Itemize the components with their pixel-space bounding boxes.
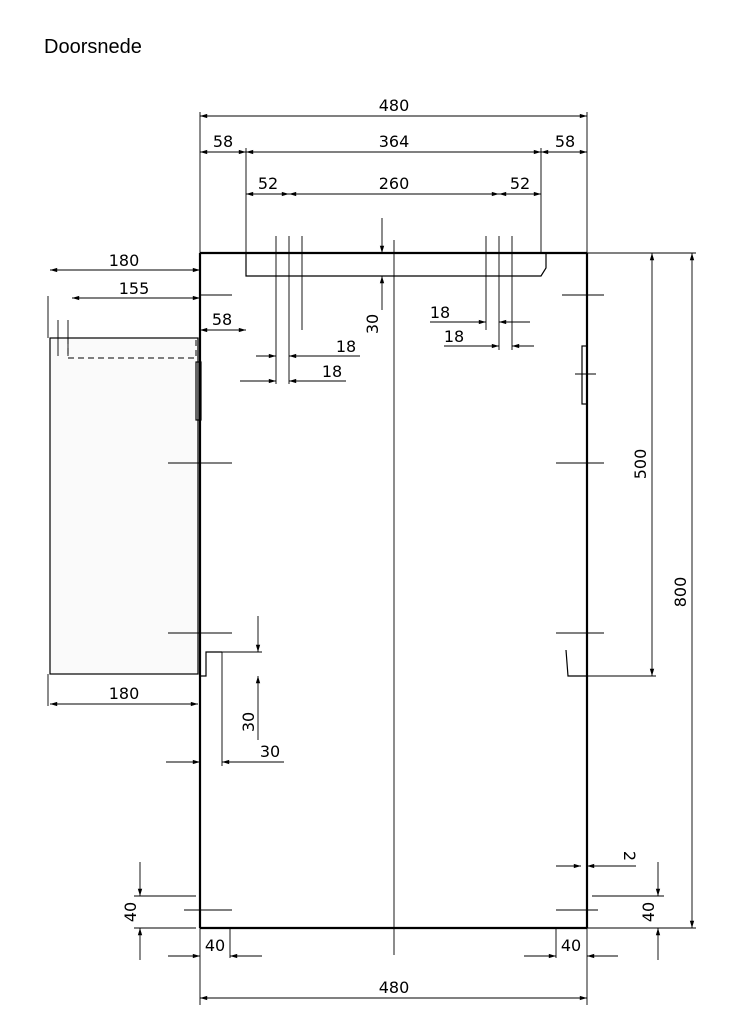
dim-gap-right: 2 [620, 851, 639, 861]
dim-overall-width-bottom: 480 [379, 978, 410, 997]
dim-foot-height-left: 40 [121, 902, 140, 922]
dim-left-panel: 52 [258, 174, 278, 193]
dim-top-thickness: 30 [363, 314, 382, 334]
dim-lower-height: 500 [631, 449, 650, 480]
dim-overall-width-top: 480 [379, 96, 410, 115]
dim-ledge-height: 30 [239, 712, 258, 732]
dim-total-height: 800 [671, 577, 690, 608]
dim-foot-width-right: 40 [561, 936, 581, 955]
dim-left-offset: 58 [213, 132, 233, 151]
dim-inner-width: 364 [379, 132, 410, 151]
dimension-labels: 480 58 364 58 52 260 52 180 155 58 30 18… [109, 96, 690, 997]
dimension-lines [50, 113, 695, 1001]
dim-left-gap-b: 18 [322, 362, 342, 381]
dim-foot-height-right: 40 [639, 902, 658, 922]
dim-right-offset: 58 [555, 132, 575, 151]
side-cabinet [47, 296, 199, 706]
dim-side-width-bottom: 180 [109, 684, 140, 703]
extension-lines [199, 112, 696, 1005]
dim-side-width-top: 180 [109, 251, 140, 270]
dim-right-gap-a: 18 [430, 303, 450, 322]
dim-side-width-inner: 155 [119, 279, 150, 298]
dim-middle-width: 260 [379, 174, 410, 193]
dim-right-gap-b: 18 [444, 327, 464, 346]
main-cabinet [168, 236, 604, 958]
dim-foot-width-left: 40 [205, 936, 225, 955]
dim-right-panel: 52 [510, 174, 530, 193]
dim-left-gap-a: 18 [336, 337, 356, 356]
dim-side-offset: 58 [212, 310, 232, 329]
dim-ledge-width: 30 [260, 742, 280, 761]
page-title: Doorsnede [44, 36, 142, 58]
